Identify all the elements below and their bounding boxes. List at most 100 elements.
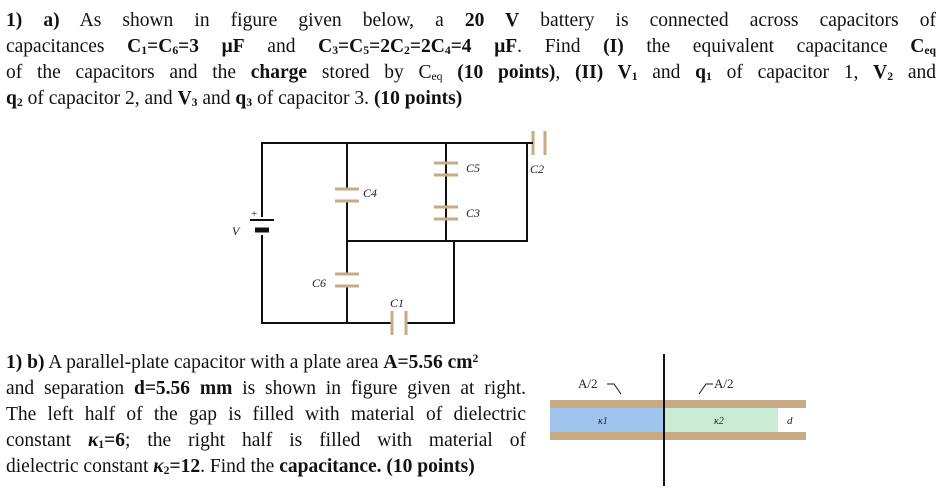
text-run: the equivalent capacitance bbox=[623, 36, 911, 57]
text-run: stored by C bbox=[307, 62, 432, 83]
superscript: 2 bbox=[472, 352, 479, 366]
circuit-diagram: V + C4 C6 C5 C3 C2 C1 bbox=[232, 131, 547, 335]
subscript: 2 bbox=[887, 69, 894, 83]
text-run: =2C bbox=[369, 36, 405, 57]
k1-label: κ1 bbox=[598, 416, 608, 427]
text-run: =C bbox=[147, 36, 173, 57]
text-run: V bbox=[177, 88, 192, 109]
subscript: 4 bbox=[444, 43, 451, 57]
text-run: (10 points) bbox=[373, 88, 463, 109]
a-half-left-label: A/2 bbox=[578, 376, 598, 391]
subscript: 1 bbox=[98, 437, 105, 451]
subscript: 3 bbox=[246, 95, 253, 109]
problem-b-line-1: 1) b) A parallel-plate capacitor with a … bbox=[6, 350, 526, 376]
text-run: and bbox=[197, 88, 236, 109]
parallel-plate-figure: A/2 A/2 κ1 κ2 d bbox=[550, 354, 806, 486]
c1-label: C1 bbox=[390, 296, 404, 310]
subscript: 3 bbox=[332, 43, 339, 57]
d-label: d bbox=[787, 415, 793, 427]
text-run: As shown in figure given below, a bbox=[59, 10, 465, 31]
capacitor-c6: C6 bbox=[312, 272, 359, 290]
text-run: =C bbox=[338, 36, 364, 57]
subscript: eq bbox=[431, 69, 443, 83]
leader-line bbox=[607, 383, 622, 395]
text-run: is shown in figure given at right. bbox=[232, 378, 526, 399]
text-run: C bbox=[910, 36, 925, 57]
problem-a-line-3: of the capacitors and the charge stored … bbox=[6, 60, 936, 86]
problem-a-line-2: capacitances C1=C6=3 μF and C3=C5=2C2=2C… bbox=[6, 34, 936, 60]
kappa-symbol: κ bbox=[87, 430, 99, 451]
text-run: C bbox=[318, 36, 333, 57]
kappa1-value: =6 bbox=[104, 430, 126, 451]
text-run: q bbox=[6, 88, 17, 109]
subscript: 2 bbox=[404, 43, 410, 57]
problem-b-line-4: constant κ1=6; the right half is filled … bbox=[6, 428, 526, 454]
kappa-symbol: κ bbox=[153, 456, 164, 477]
text-run: =4 μF bbox=[450, 36, 518, 57]
subscript: 1 bbox=[706, 69, 712, 83]
text-run: =3 μF bbox=[178, 36, 245, 57]
text-run: , bbox=[555, 62, 576, 83]
capacitor-c2: C2 bbox=[527, 131, 547, 176]
subscript: 5 bbox=[363, 43, 370, 57]
problem-a-line-4: q2 of capacitor 2, and V3 and q3 of capa… bbox=[6, 86, 936, 112]
separation-value: d=5.56 mm bbox=[133, 378, 233, 399]
problem-b-line-2: and separation d=5.56 mm is shown in fig… bbox=[6, 376, 526, 402]
text-run: constant bbox=[6, 430, 88, 451]
text-run: A parallel-plate capacitor with a plate … bbox=[44, 352, 384, 373]
kappa2-value: =12 bbox=[169, 456, 201, 477]
subscript: 3 bbox=[191, 95, 198, 109]
text-run: =2C bbox=[409, 36, 445, 57]
subscript: 2 bbox=[16, 95, 23, 109]
text-run: (10 points) bbox=[442, 62, 556, 83]
c3-label: C3 bbox=[466, 206, 480, 220]
area-value: A=5.56 cm bbox=[383, 352, 473, 373]
c6-label: C6 bbox=[312, 276, 326, 290]
battery-label: V bbox=[232, 224, 241, 238]
plus-sign: + bbox=[251, 208, 257, 220]
problem-b-text: 1) b) A parallel-plate capacitor with a … bbox=[6, 350, 526, 480]
c4-label: C4 bbox=[363, 186, 377, 200]
problem-a-text: 1) a) As shown in figure given below, a … bbox=[6, 8, 936, 112]
text-run: q bbox=[235, 88, 247, 109]
text-run: of capacitor 1, bbox=[711, 62, 874, 83]
text-run: capacitances bbox=[6, 36, 128, 57]
text-run: dielectric constant bbox=[6, 456, 154, 477]
text-run: battery is connected across capacitors o… bbox=[519, 10, 936, 31]
text-run: . Find bbox=[517, 36, 604, 57]
capacitor-c5: C5 bbox=[434, 161, 480, 177]
leader-line bbox=[698, 383, 713, 395]
bottom-plate bbox=[550, 432, 806, 440]
text-run: and bbox=[244, 36, 319, 57]
battery-voltage: 20 V bbox=[464, 10, 520, 31]
k2-label: κ2 bbox=[714, 416, 724, 427]
top-plate bbox=[550, 400, 806, 408]
dielectric-k2 bbox=[664, 408, 778, 432]
text-run: . Find the bbox=[200, 456, 280, 477]
text-run: of the capacitors and the bbox=[6, 62, 251, 83]
battery: V + bbox=[232, 208, 274, 238]
problem-a-number: 1) a) bbox=[6, 10, 60, 31]
dielectric-k1 bbox=[550, 408, 664, 432]
subscript: 1 bbox=[631, 69, 638, 83]
text-run: and separation bbox=[6, 378, 134, 399]
circuit-wire bbox=[407, 241, 455, 324]
subscript: 2 bbox=[163, 463, 170, 477]
text-run: ; the right half is filled with material… bbox=[125, 430, 527, 451]
capacitor-c4: C4 bbox=[335, 186, 377, 203]
problem-b-line-5: dielectric constant κ2=12. Find the capa… bbox=[6, 454, 526, 480]
text-run: (10 points) bbox=[381, 456, 475, 477]
text-run: of capacitor 3. bbox=[252, 88, 374, 109]
text-run: (I) bbox=[603, 36, 624, 57]
circuit-wire bbox=[261, 235, 391, 324]
text-run: C bbox=[127, 36, 142, 57]
circuit-wire bbox=[261, 142, 528, 242]
text-run: and bbox=[893, 62, 936, 83]
text-run: q bbox=[695, 62, 707, 83]
capacitor-c1: C1 bbox=[390, 296, 408, 335]
text-run: V bbox=[873, 62, 888, 83]
c5-label: C5 bbox=[466, 161, 480, 175]
text-run: capacitance. bbox=[279, 456, 382, 477]
c2-label: C2 bbox=[530, 162, 544, 176]
text-run: (II) V bbox=[575, 62, 632, 83]
